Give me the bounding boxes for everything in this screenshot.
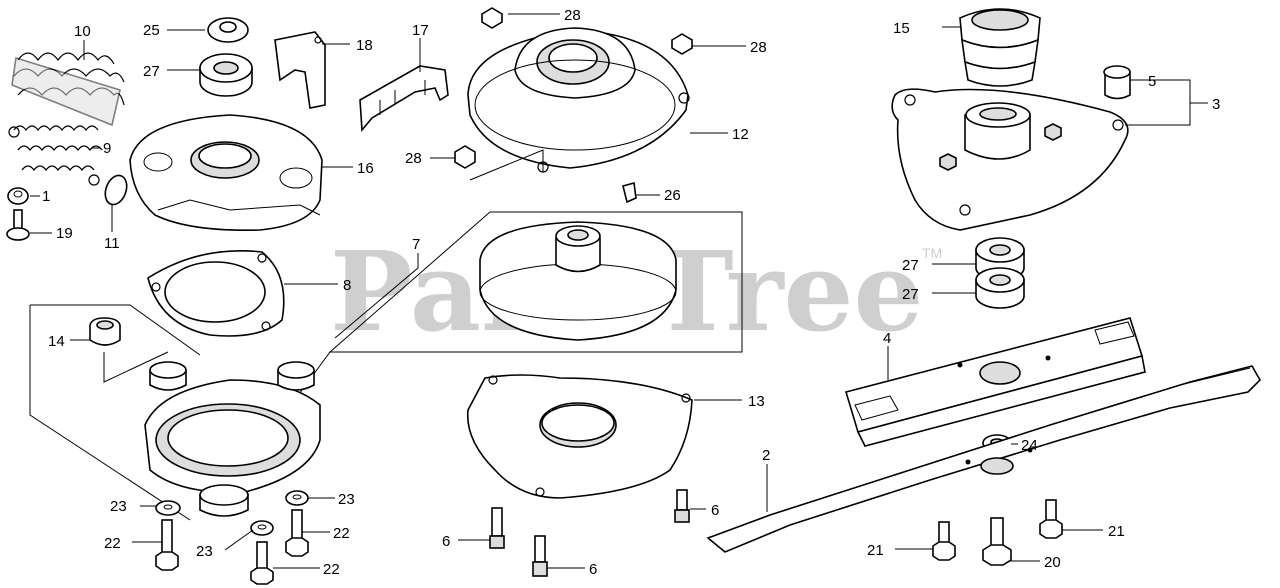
cap-part-14 — [89, 317, 121, 346]
bolt-part-22-left — [155, 519, 179, 571]
washer-part-25 — [207, 17, 249, 43]
callout-17: 17 — [412, 22, 429, 39]
bolt-part-19 — [6, 209, 30, 241]
callout-13: 13 — [748, 393, 765, 410]
callout-9: 9 — [103, 140, 111, 157]
assembly-outline-lower — [29, 305, 191, 521]
callout-24: 24 — [1021, 437, 1038, 454]
callout-14: 14 — [48, 333, 65, 350]
callout-10: 10 — [74, 23, 91, 40]
callout-7: 7 — [412, 236, 420, 253]
callout-15: 15 — [893, 20, 910, 37]
stud-part-6-left — [489, 507, 505, 549]
flange-housing-part-3 — [891, 88, 1129, 231]
bolt-part-22-center — [250, 541, 274, 585]
callout-6-bottom: 6 — [589, 561, 597, 578]
callout-28-mid: 28 — [750, 39, 767, 56]
bracket-plate-lower — [144, 361, 321, 517]
leader-lines — [30, 13, 1208, 569]
plate-part-13 — [466, 374, 693, 499]
bolt-part-21-left — [932, 521, 956, 561]
key-part-26 — [622, 181, 637, 204]
callout-22-right: 22 — [333, 525, 350, 542]
gasket-part-8 — [147, 249, 285, 337]
bearing-part-27-top — [199, 53, 253, 97]
callout-12: 12 — [732, 126, 749, 143]
callout-2: 2 — [762, 447, 770, 464]
callout-19: 19 — [56, 225, 73, 242]
callout-6-left: 6 — [442, 533, 450, 550]
callout-27-upper: 27 — [902, 257, 919, 274]
callout-5: 5 — [1148, 73, 1156, 90]
housing-part-16 — [129, 114, 323, 232]
callouts: 10 25 27 18 17 28 28 28 12 26 16 9 1 19 … — [42, 7, 1220, 578]
washer-part-11 — [104, 174, 128, 206]
nut-part-28-top — [481, 7, 503, 29]
callout-21-left: 21 — [867, 542, 884, 559]
bellows-part-15 — [959, 8, 1041, 87]
stud-part-6-right — [674, 489, 690, 523]
bolt-part-20 — [982, 517, 1012, 566]
pulley-part-7 — [479, 221, 677, 341]
washer-part-23-left — [155, 500, 181, 516]
callout-28-top: 28 — [564, 7, 581, 24]
callout-18: 18 — [356, 37, 373, 54]
assembly-outline-7 — [328, 211, 743, 353]
callout-27-lower: 27 — [902, 286, 919, 303]
blade-adapter-part-4 — [844, 317, 1146, 447]
callout-3: 3 — [1212, 96, 1220, 113]
assembly-outline-14 — [30, 304, 201, 356]
spring-small-part-9 — [8, 125, 103, 186]
cover-part-12 — [467, 27, 690, 173]
bearing-part-27-lower — [975, 267, 1025, 309]
callout-11: 11 — [104, 235, 120, 252]
callout-16: 16 — [357, 160, 374, 177]
callout-4: 4 — [883, 330, 891, 347]
spring-large-part-10 — [11, 52, 125, 127]
callout-22-center: 22 — [323, 561, 340, 578]
nut-part-28-mid — [671, 33, 693, 55]
blade-part-2 — [706, 365, 1261, 553]
callout-23-left: 23 — [110, 498, 127, 515]
washer-part-23-center — [250, 520, 274, 536]
washer-part-23-right — [285, 490, 309, 506]
bracket-part-18 — [274, 31, 326, 109]
bracket-part-17 — [359, 65, 449, 133]
callout-6-right: 6 — [711, 502, 719, 519]
nut-part-1 — [7, 187, 29, 205]
watermark-trademark: TM — [922, 245, 942, 261]
callout-28-low: 28 — [405, 150, 422, 167]
callout-21-right: 21 — [1108, 523, 1125, 540]
callout-26: 26 — [664, 187, 681, 204]
callout-1: 1 — [42, 188, 50, 205]
callout-27-top: 27 — [143, 63, 160, 80]
nut-part-28-low — [454, 145, 476, 169]
callout-25: 25 — [143, 22, 160, 39]
callout-22-left: 22 — [104, 535, 121, 552]
callout-23-right: 23 — [338, 491, 355, 508]
bolt-part-22-right — [285, 509, 309, 557]
callout-8: 8 — [343, 277, 351, 294]
collar-part-5 — [1103, 65, 1131, 100]
stud-part-6-bottom — [532, 535, 548, 577]
callout-20: 20 — [1044, 554, 1061, 571]
callout-23-center: 23 — [196, 543, 213, 560]
bolt-part-21-right — [1039, 499, 1063, 539]
